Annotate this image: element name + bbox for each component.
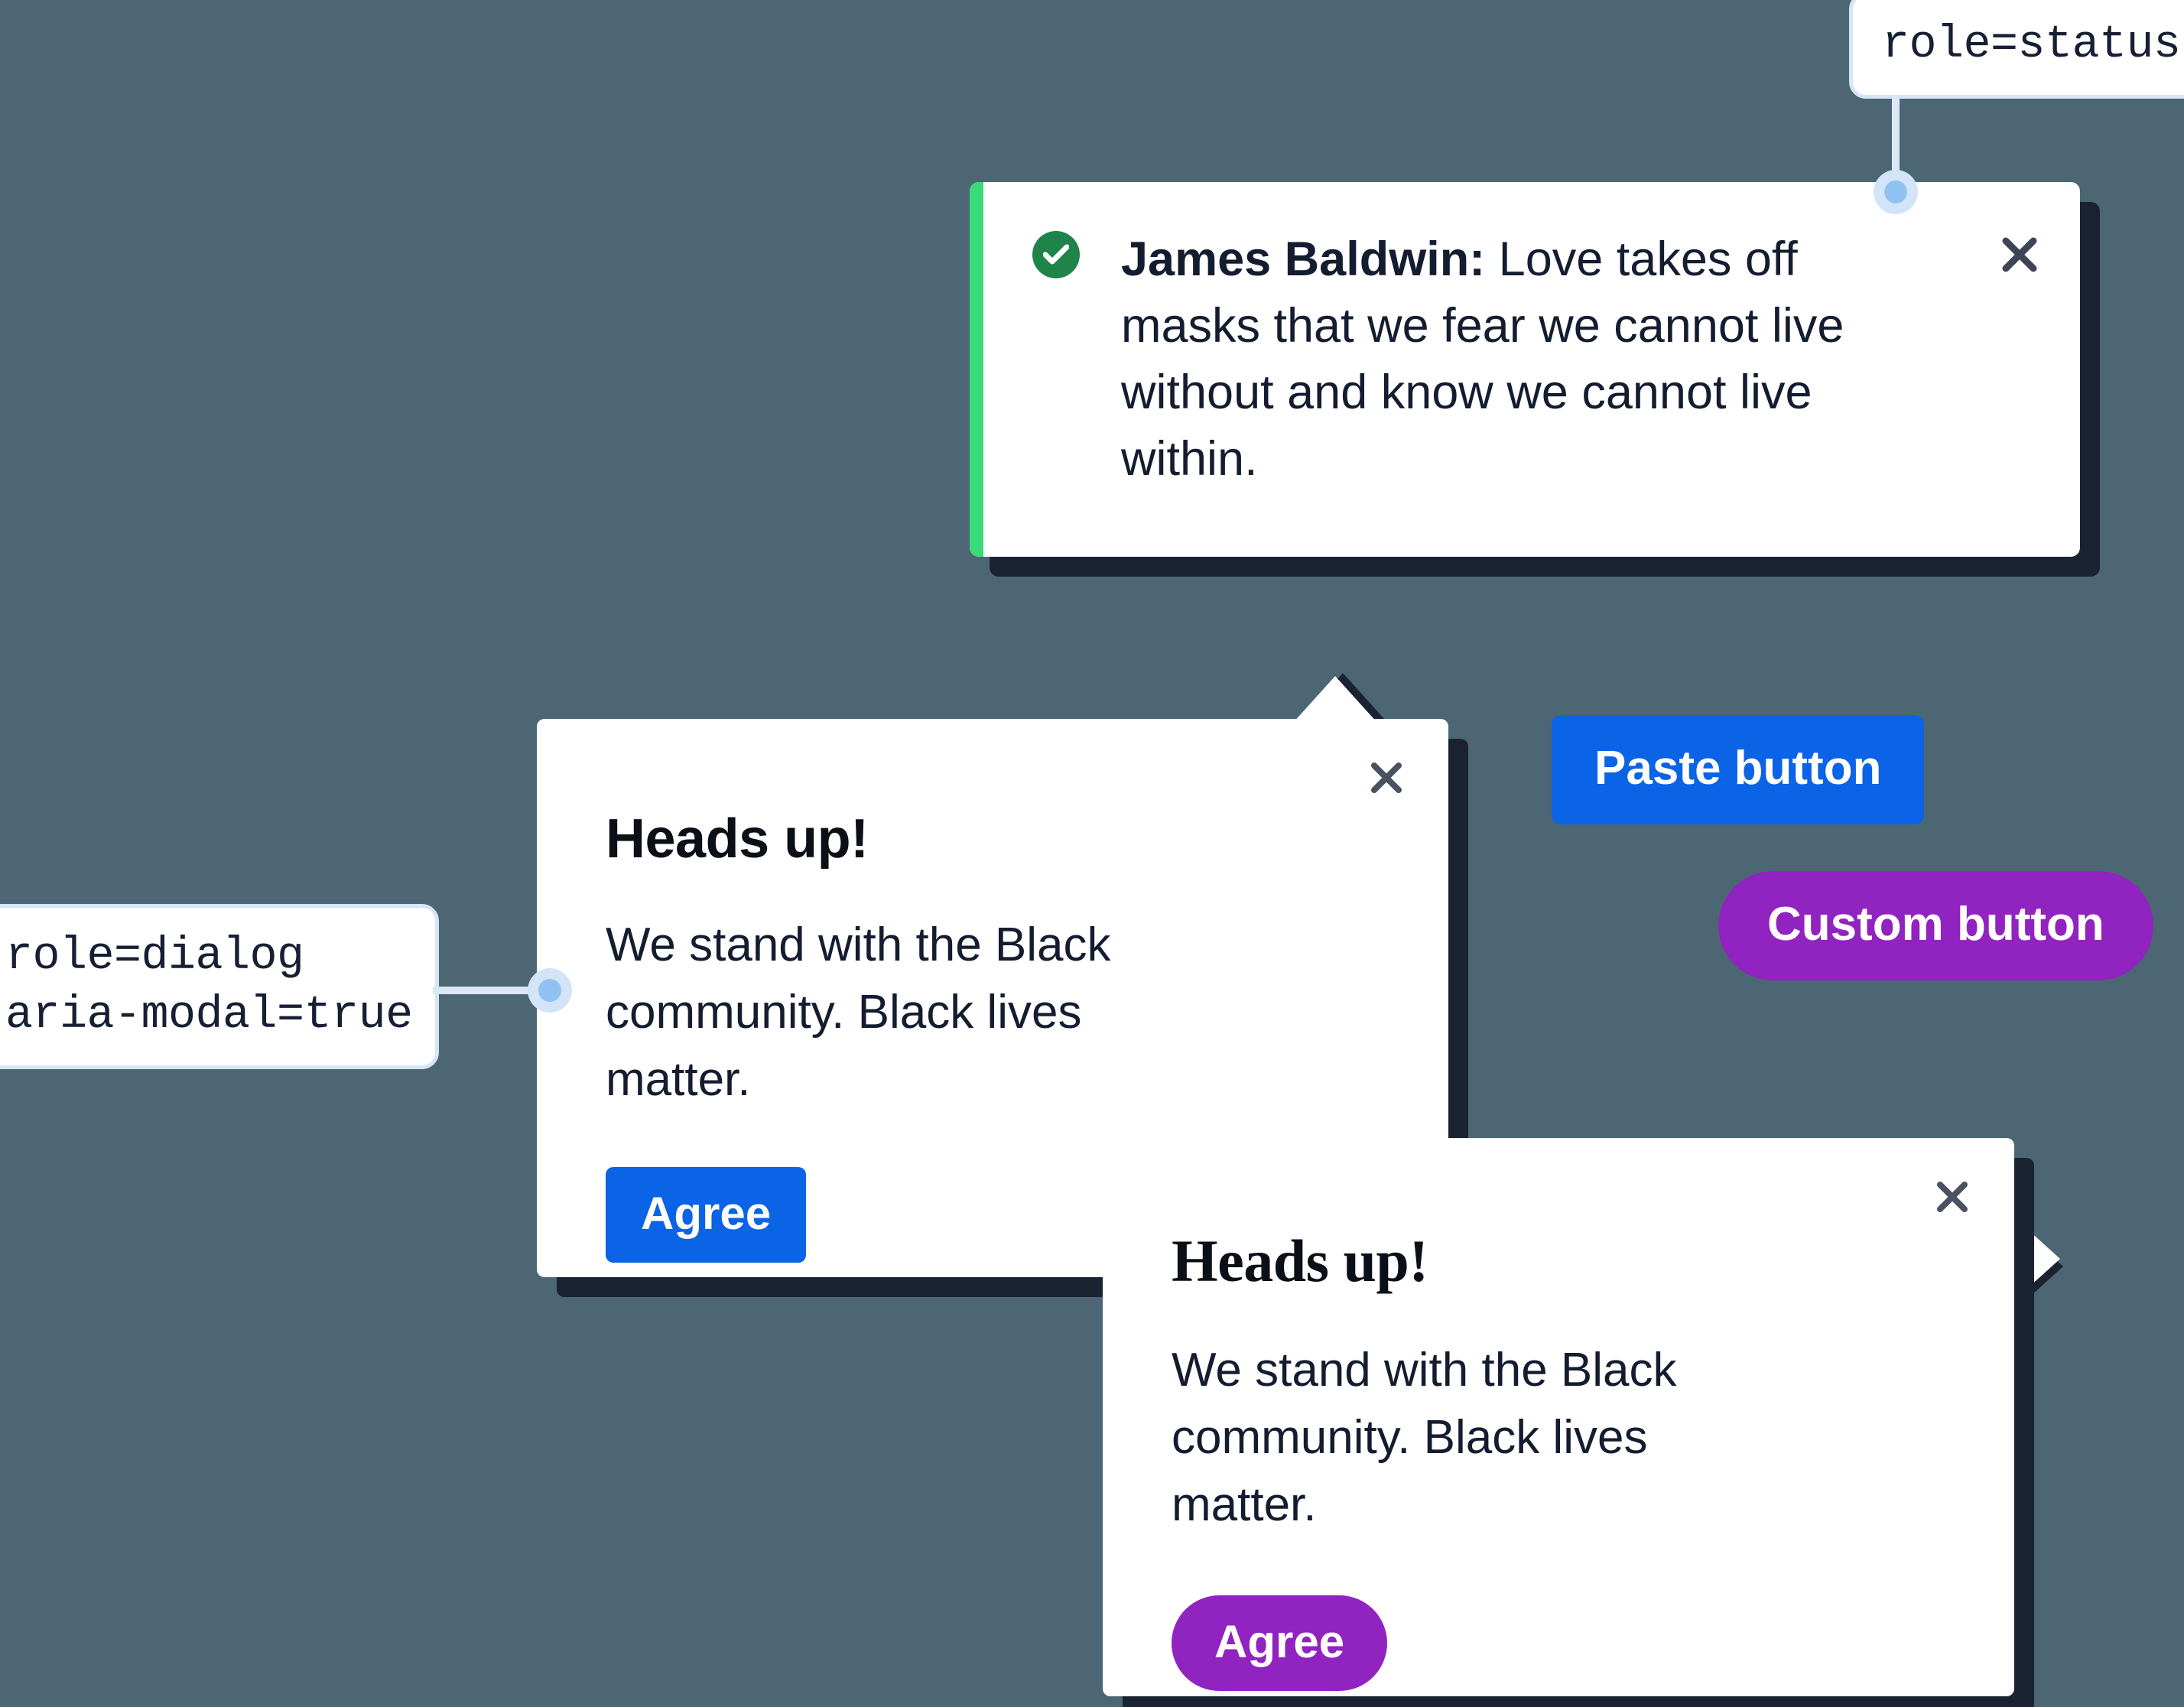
- close-icon[interactable]: [1926, 1170, 1979, 1224]
- toast-author: James Baldwin:: [1121, 232, 1486, 286]
- role-status-callout: role=status: [1849, 0, 2184, 99]
- agree-button[interactable]: Agree: [606, 1167, 807, 1263]
- heads-up-dialog-custom: Heads up! We stand with the Black commun…: [1103, 1138, 2014, 1696]
- anchor-dot-dialog: [528, 968, 572, 1013]
- toast-quote: Love takes off masks that we fear we can…: [1121, 232, 1844, 486]
- check-circle-icon: [1032, 231, 1080, 278]
- toast-message: James Baldwin: Love takes off masks that…: [1121, 226, 1952, 493]
- role-dialog-callout: role=dialog aria-modal=true: [0, 904, 439, 1069]
- dialog-pointer-right: [2013, 1216, 2060, 1302]
- close-icon[interactable]: [1993, 228, 2046, 281]
- connector-line-status: [1892, 73, 1900, 197]
- dialog-title: Heads up!: [606, 808, 869, 870]
- dialog-content: Heads up! We stand with the Black commun…: [1103, 1138, 2014, 1692]
- status-toast: James Baldwin: Love takes off masks that…: [970, 182, 2080, 557]
- paste-button[interactable]: Paste button: [1552, 715, 1925, 824]
- close-icon[interactable]: [1360, 751, 1413, 805]
- toast-body: James Baldwin: Love takes off masks that…: [983, 182, 2080, 537]
- agree-button[interactable]: Agree: [1172, 1595, 1388, 1692]
- dialog-content: Heads up! We stand with the Black commun…: [537, 719, 1448, 1263]
- custom-button[interactable]: Custom button: [1718, 871, 2153, 980]
- dialog-body: We stand with the Black community. Black…: [606, 919, 1111, 1107]
- connector-line-dialog: [433, 987, 549, 994]
- toast-accent-bar: [970, 182, 983, 557]
- dialog-body: We stand with the Black community. Black…: [1172, 1344, 1677, 1532]
- anchor-dot-status: [1874, 170, 1918, 214]
- dialog-title: Heads up!: [1172, 1227, 1428, 1294]
- dialog-pointer-up: [1292, 676, 1378, 723]
